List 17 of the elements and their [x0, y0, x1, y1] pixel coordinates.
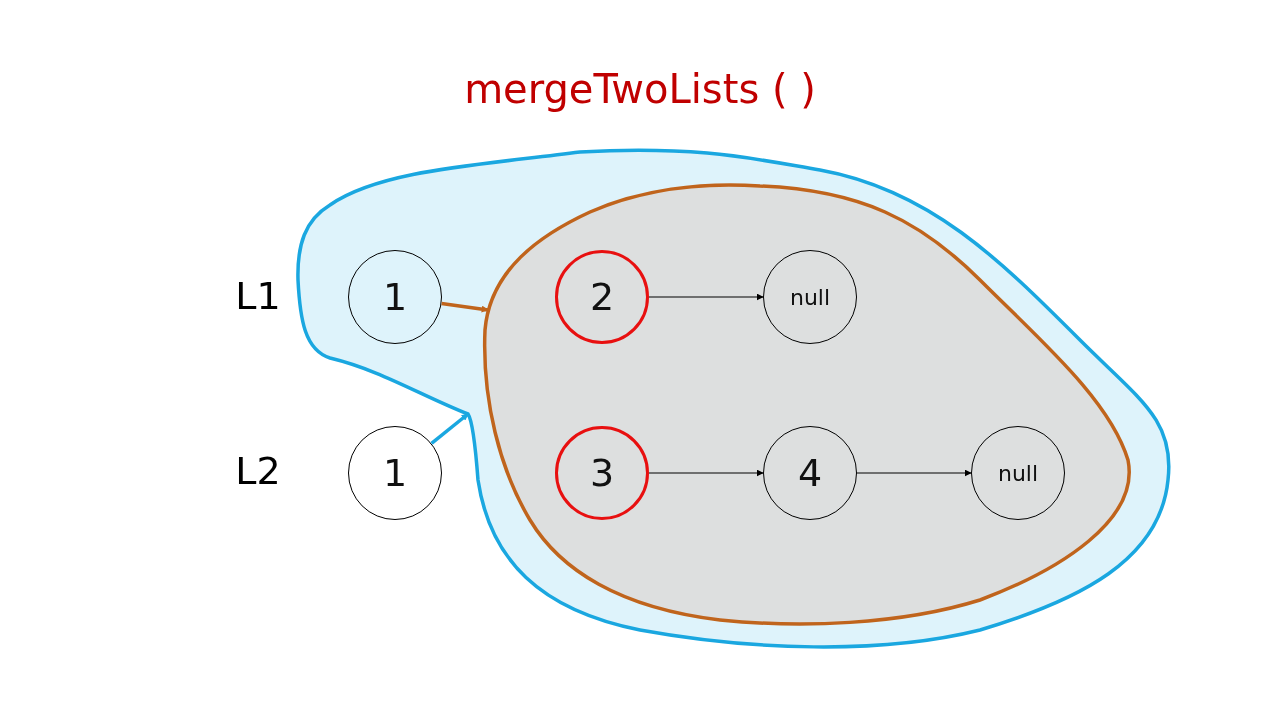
- list-node-circle: [555, 250, 649, 344]
- arrow: [441, 301, 489, 313]
- node-value: 1: [382, 275, 408, 319]
- node-value: null: [997, 460, 1039, 486]
- arrow: [648, 469, 764, 477]
- arrow: [430, 412, 470, 445]
- list-label: L1: [234, 274, 282, 318]
- node-value: null: [789, 284, 831, 310]
- node-value: 1: [382, 451, 408, 495]
- node-value: 3: [589, 451, 615, 495]
- node-value: 2: [589, 275, 615, 319]
- diagram-title: mergeTwoLists ( ): [463, 66, 817, 112]
- arrow: [648, 293, 764, 301]
- node-value: 4: [797, 451, 823, 495]
- list-label: L2: [234, 449, 282, 493]
- arrow: [856, 469, 972, 477]
- list-node-circle: [555, 426, 649, 520]
